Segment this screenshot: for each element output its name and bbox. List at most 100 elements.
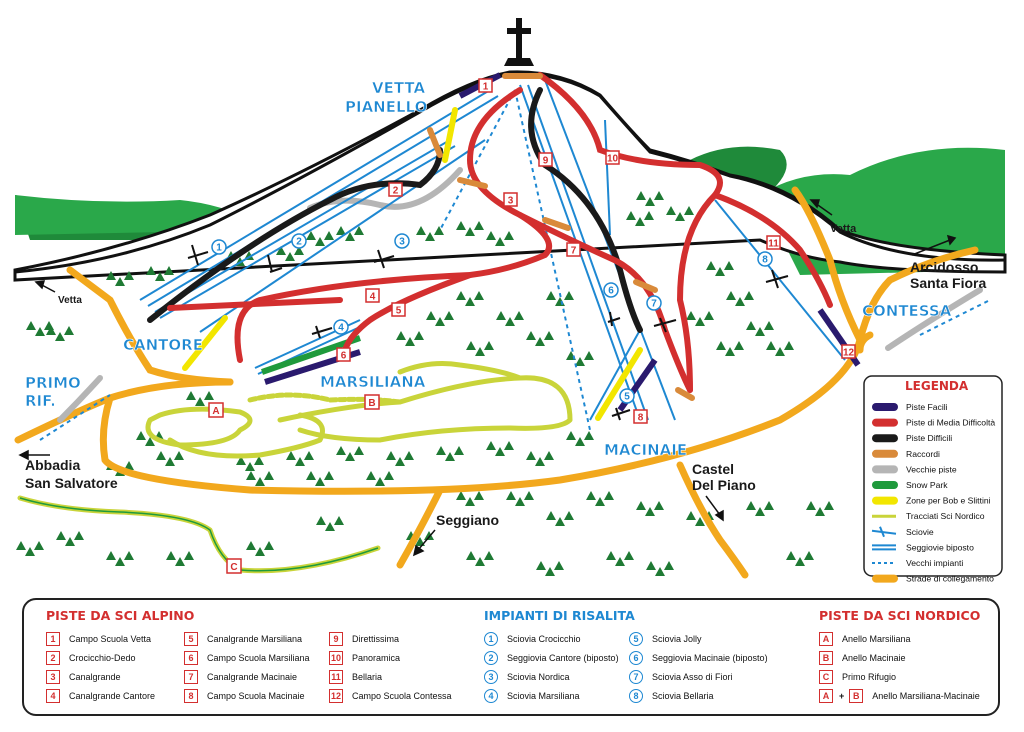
tree-icon xyxy=(466,341,476,350)
tree-icon xyxy=(635,217,645,226)
tree-icon xyxy=(294,246,304,255)
tree-icon xyxy=(414,331,424,340)
nordic-badge-b: B xyxy=(849,688,864,703)
tree-icon xyxy=(416,226,426,235)
tree-icon xyxy=(546,291,556,300)
tree-icon xyxy=(666,206,676,215)
tree-icon xyxy=(115,557,125,566)
tree-icon xyxy=(174,451,184,460)
tree-icon xyxy=(496,311,506,320)
nordic-combo-name: Anello Marsiliana-Macinaie xyxy=(872,690,980,701)
tree-icon xyxy=(746,321,756,330)
key-row-label: Sciovia Marsiliana xyxy=(507,690,580,701)
number-badge: 11 xyxy=(329,669,343,684)
tree-icon xyxy=(245,462,255,471)
area-marsiliana: MARSILIANA xyxy=(320,373,426,391)
tree-icon xyxy=(46,326,56,335)
number-badge: 2 xyxy=(46,650,60,665)
tree-icon xyxy=(734,341,744,350)
place-arcidosso-1: Arcidosso xyxy=(910,259,978,275)
tree-icon xyxy=(465,227,475,236)
piste-marker-number: 3 xyxy=(508,196,514,207)
tree-icon xyxy=(706,261,716,270)
place-castel-1: Castel xyxy=(692,461,734,477)
tree-icon xyxy=(465,497,475,506)
tree-icon xyxy=(686,511,696,520)
legend-swatch xyxy=(872,481,898,489)
tree-icon xyxy=(454,446,464,455)
tree-icon xyxy=(744,291,754,300)
lift-marker-number: 8 xyxy=(762,255,768,266)
tree-icon xyxy=(295,457,305,466)
legend-title: LEGENDA xyxy=(905,379,969,393)
tree-icon xyxy=(615,557,625,566)
tree-icon xyxy=(155,272,165,281)
tree-icon xyxy=(255,477,265,486)
piste-marker-box xyxy=(633,409,648,424)
lift-number-badge: 2 xyxy=(484,650,498,665)
tree-icon xyxy=(746,501,756,510)
tree-icon xyxy=(165,457,175,466)
tree-icon xyxy=(654,501,664,510)
tree-icon xyxy=(404,451,414,460)
tree-icon xyxy=(715,267,725,276)
tree-icon xyxy=(386,451,396,460)
tree-icon xyxy=(655,567,665,576)
connectors xyxy=(427,73,695,401)
tree-icon xyxy=(624,551,634,560)
lift-marker-circle xyxy=(211,239,227,255)
area-primo-rif-1: PRIMO xyxy=(25,374,81,392)
tree-icon xyxy=(806,501,816,510)
piste-marker-box xyxy=(391,302,406,317)
tree-icon xyxy=(695,317,705,326)
place-vetta-left: Vetta xyxy=(58,295,82,306)
key-row-label: Campo Scuola Vetta xyxy=(69,633,152,644)
lift-marker-circle xyxy=(394,233,410,249)
tree-icon xyxy=(405,337,415,346)
number-badge: 7 xyxy=(184,669,198,684)
tree-icon xyxy=(514,311,524,320)
tree-icon xyxy=(315,477,325,486)
snowpark xyxy=(261,335,361,375)
tree-icon xyxy=(595,497,605,506)
tree-icon xyxy=(716,341,726,350)
lift-marker-circle xyxy=(291,233,307,249)
tree-icon xyxy=(645,507,655,516)
piste-marker-box xyxy=(388,182,403,197)
key-row-label: Primo Rifugio xyxy=(842,671,897,682)
piste-marker-number: 11 xyxy=(768,239,779,250)
lift-number-badge: 1 xyxy=(484,631,498,646)
tree-icon xyxy=(106,271,116,280)
tree-icon xyxy=(146,266,156,275)
place-abbadia-2: San Salvatore xyxy=(25,475,118,491)
tree-icon xyxy=(466,551,476,560)
piste-marker-box xyxy=(365,288,380,303)
tree-icon xyxy=(236,456,246,465)
legend-label: Raccordi xyxy=(906,449,940,459)
bob-zones xyxy=(182,107,643,421)
tree-icon xyxy=(456,491,466,500)
tree-icon xyxy=(474,491,484,500)
tree-icon xyxy=(566,431,576,440)
tree-icon xyxy=(255,547,265,556)
tree-icon xyxy=(375,477,385,486)
piste-marker-number: 2 xyxy=(393,186,399,197)
piste-marker-box xyxy=(605,150,620,165)
tree-icon xyxy=(456,221,466,230)
tree-icon xyxy=(334,516,344,525)
lift-marker-number: 6 xyxy=(608,286,614,297)
key-row-label: Anello Marsiliana xyxy=(842,633,911,644)
tree-icon xyxy=(764,321,774,330)
tree-icon xyxy=(175,557,185,566)
tree-icon xyxy=(764,501,774,510)
